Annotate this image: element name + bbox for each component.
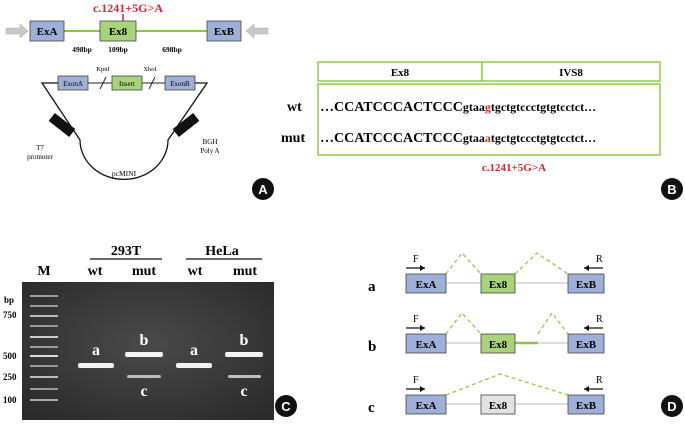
svg-text:A: A bbox=[258, 182, 268, 197]
polya-label: Poly A bbox=[200, 147, 219, 155]
panel-b-badge bbox=[661, 178, 683, 200]
t7-promoter-box bbox=[48, 113, 76, 137]
gel-band-a bbox=[176, 363, 212, 368]
vector-name: pcMINI bbox=[112, 169, 137, 178]
svg-text:F: F bbox=[413, 375, 419, 386]
svg-text:Ex8: Ex8 bbox=[489, 400, 508, 412]
svg-text:B: B bbox=[667, 182, 676, 197]
exon-b-box bbox=[206, 20, 242, 42]
wt-sequence: …CCATCCCACTCCCgtaagtgctgtccctgtgtcctct… bbox=[320, 100, 596, 115]
svg-text:ExB: ExB bbox=[576, 339, 597, 351]
bp-label: bp bbox=[4, 295, 14, 305]
promoter-label: promoter bbox=[27, 153, 53, 161]
svg-text:C: C bbox=[281, 399, 291, 414]
ladder-label: 750 bbox=[3, 310, 17, 320]
length-label: 109bp bbox=[108, 45, 128, 54]
band-label: c bbox=[240, 383, 247, 400]
exon-a-label: ExA bbox=[37, 26, 58, 38]
svg-text:ExB: ExB bbox=[576, 400, 597, 412]
length-label: 698bp bbox=[162, 45, 182, 54]
gel-band-a bbox=[78, 363, 114, 368]
panel-d: a F R ExA Ex8 ExB b F R bbox=[368, 252, 683, 417]
ladder-bands bbox=[30, 295, 58, 401]
bgh-polya-box bbox=[172, 113, 200, 137]
gel-band-c bbox=[228, 375, 261, 378]
lane-label: mut bbox=[132, 264, 156, 279]
insert-box bbox=[111, 75, 143, 91]
primer-forward-icon bbox=[5, 23, 29, 39]
group-293t-label: 293T bbox=[111, 244, 142, 259]
svg-text:D: D bbox=[667, 399, 676, 414]
insert-label: Insert bbox=[119, 80, 135, 88]
panel-d-badge bbox=[661, 395, 683, 417]
svg-text:IVS8: IVS8 bbox=[559, 67, 583, 79]
mutation-label: c.1241+5G>A bbox=[482, 162, 546, 174]
kpni-label: KpnI bbox=[96, 66, 109, 73]
primer-reverse-icon bbox=[245, 23, 269, 39]
row-label: a bbox=[368, 279, 376, 295]
svg-text:Ex8: Ex8 bbox=[489, 279, 508, 291]
svg-text:R: R bbox=[596, 254, 603, 265]
length-label: 498bp bbox=[72, 45, 92, 54]
band-label: c bbox=[140, 383, 147, 400]
mut-sequence: …CCATCCCACTCCCgtaaatgctgtccctgtgtcctct… bbox=[320, 131, 596, 146]
gel-image bbox=[22, 282, 274, 420]
xhoi-label: XhoI bbox=[143, 66, 156, 73]
svg-text:R: R bbox=[596, 314, 603, 325]
exon-b-label: ExB bbox=[214, 26, 235, 38]
gel-band-b bbox=[125, 352, 163, 357]
gel-band-c bbox=[127, 375, 161, 378]
exon-a-box bbox=[29, 20, 65, 42]
wt-row-label: wt bbox=[287, 100, 302, 115]
lane-label: mut bbox=[233, 264, 257, 279]
mutation-label: c.1241+5G>A bbox=[93, 1, 163, 15]
panel-c-badge bbox=[275, 395, 297, 417]
panel-a: c.1241+5G>A ExA Ex8 ExB 498bp 109bp 698b… bbox=[5, 1, 274, 200]
sequence-box bbox=[317, 83, 661, 156]
row-label: b bbox=[368, 339, 376, 355]
ladder-label: 250 bbox=[3, 372, 17, 382]
svg-text:R: R bbox=[596, 375, 603, 386]
svg-text:ExB: ExB bbox=[576, 279, 597, 291]
band-label: b bbox=[240, 332, 249, 349]
splice-row-a: a F R ExA Ex8 ExB bbox=[368, 252, 605, 295]
splice-row-c: c F R ExA Ex8 ExB bbox=[368, 373, 605, 416]
lane-m-label: M bbox=[37, 264, 50, 279]
splice-row-b: b F R ExA Ex8 ExB bbox=[368, 311, 605, 355]
panel-b: Ex8 IVS8 wt …CCATCCCACTCCCgtaagtgctgtccc… bbox=[281, 61, 683, 200]
svg-text:ExA: ExA bbox=[416, 279, 437, 291]
svg-text:F: F bbox=[413, 314, 419, 325]
vector-exon-b-label: ExonB bbox=[170, 80, 190, 88]
t7-label: T7 bbox=[36, 144, 44, 152]
band-label: a bbox=[92, 342, 100, 359]
vector-exon-a-label: ExonA bbox=[63, 80, 83, 88]
exon-8-label: Ex8 bbox=[109, 26, 128, 38]
svg-text:ExA: ExA bbox=[416, 400, 437, 412]
svg-text:Ex8: Ex8 bbox=[489, 339, 508, 351]
gel-band-b bbox=[225, 352, 263, 357]
svg-text:Ex8: Ex8 bbox=[391, 67, 410, 79]
panel-a-badge bbox=[252, 178, 274, 200]
panel-c: 293T HeLa M wt mut wt mut bp 750 500 250… bbox=[3, 244, 297, 420]
group-hela-label: HeLa bbox=[205, 244, 238, 259]
lane-label: wt bbox=[88, 264, 103, 279]
vector-backbone bbox=[40, 82, 209, 181]
exon-8-box bbox=[99, 20, 137, 42]
ladder-label: 100 bbox=[3, 395, 17, 405]
ladder-label: 500 bbox=[3, 351, 17, 361]
ivs8-header bbox=[481, 61, 661, 82]
svg-text:F: F bbox=[413, 254, 419, 265]
lane-label: wt bbox=[188, 264, 203, 279]
row-label: c bbox=[368, 400, 375, 416]
mut-row-label: mut bbox=[281, 131, 305, 146]
band-label: a bbox=[190, 342, 198, 359]
band-label: b bbox=[140, 332, 149, 349]
bgh-label: BGH bbox=[203, 138, 218, 146]
svg-text:ExA: ExA bbox=[416, 339, 437, 351]
